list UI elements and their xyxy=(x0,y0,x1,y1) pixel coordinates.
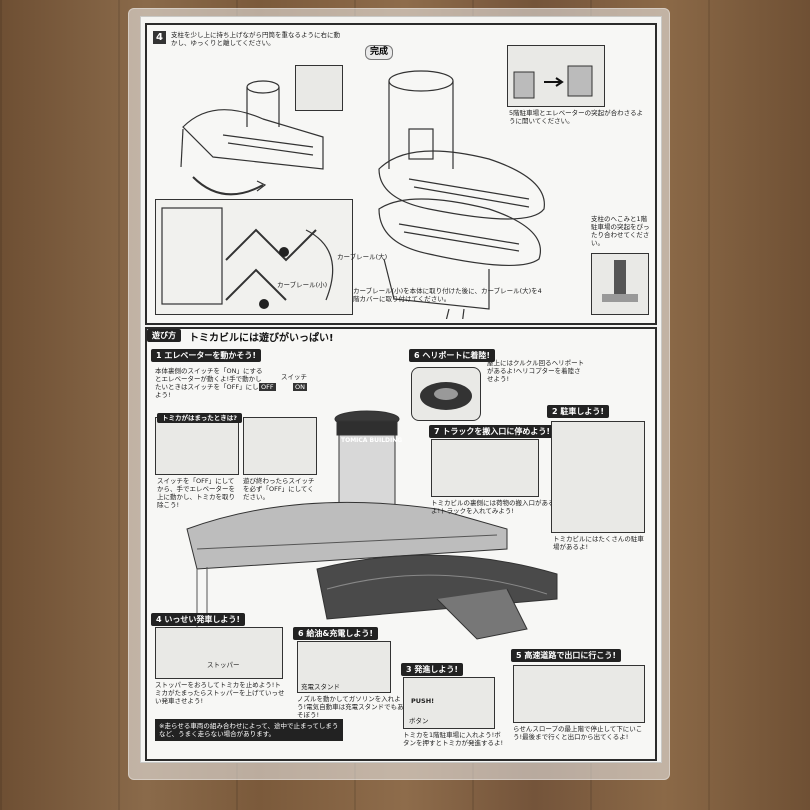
sec3-title-bar: 3 発進しよう! xyxy=(401,663,464,676)
switch-on-label: ON xyxy=(293,383,307,391)
sec8-title: 給油&充電しよう! xyxy=(306,629,373,638)
detail-inset xyxy=(295,65,343,111)
stuck-note: 遊び終わったらスイッチを必ず「OFF」にしてください。 xyxy=(243,477,315,501)
sec4-title: いっせい発車しよう! xyxy=(164,615,241,624)
footer-note: ※走らせる車両の組み合わせによって、途中で止まってしまうなど、うまく走らない場合… xyxy=(155,719,343,741)
sec5-number: 5 xyxy=(516,651,522,660)
fuel-inset xyxy=(297,641,391,693)
switch-label: スイッチ xyxy=(281,373,307,381)
elevator-note: 5階駐車場とエレベーターの突起が合わさるように開いてください。 xyxy=(509,109,644,125)
curve-rail-note: カーブレール(小)を本体に取り付けた後に、カーブレール(大)を4階カバーに取り付… xyxy=(353,287,542,303)
sec7-title: トラックを搬入口に停めよう! xyxy=(442,427,551,436)
push-label: PUSH! xyxy=(411,697,435,705)
sec2-text: トミカビルにはたくさんの駐車場があるよ! xyxy=(553,535,644,551)
sec4-number: 4 xyxy=(156,615,162,624)
sec4-title-bar: 4 いっせい発車しよう! xyxy=(151,613,246,626)
stopper-label: ストッパー xyxy=(207,661,240,669)
step-number: 4 xyxy=(153,31,166,44)
complete-badge: 完成 xyxy=(365,45,394,60)
sec5-text: らせんスロープの最上階で停止して下にいこう!最後まで行くと出口から出てくるよ! xyxy=(513,725,643,741)
sec5-title-bar: 5 高速道路で出口に行こう! xyxy=(511,649,622,662)
sec2-title-bar: 2 駐車しよう! xyxy=(547,405,610,418)
sec1-title: エレベーターを動かそう! xyxy=(164,351,257,360)
pillar-note: 支柱のへこみと1階駐車場の突起をぴったり合わせてください。 xyxy=(591,215,650,247)
stuck-title: トミカがはまったときは? xyxy=(157,413,243,423)
play-header-tag: 遊び方 xyxy=(147,329,181,342)
play-header-title: トミカビルには遊びがいっぱい! xyxy=(189,333,334,344)
sec6-title-bar: 6 ヘリポートに着陸! xyxy=(409,349,496,362)
sec3-text: トミカを1階駐車場に入れよう!ボタンを押すとトミカが発進するよ! xyxy=(403,731,504,747)
helipad-drawing xyxy=(420,382,472,410)
completed-tower-drawing xyxy=(378,70,545,319)
parking-inset xyxy=(551,421,645,533)
sec6-number: 6 xyxy=(414,351,420,360)
sec1-number: 1 xyxy=(156,351,162,360)
highway-inset xyxy=(513,665,645,723)
switch-inset xyxy=(243,417,317,475)
button-label: ボタン xyxy=(409,717,429,725)
sec1-title-bar: 1 エレベーターを動かそう! xyxy=(151,349,262,362)
building-sign: TOMICA BUILDING xyxy=(341,437,403,444)
tomica-building-illustration xyxy=(186,410,558,640)
sec2-title: 駐車しよう! xyxy=(560,407,605,416)
elevator-inset xyxy=(507,45,605,107)
sec2-number: 2 xyxy=(552,407,558,416)
curve-rail-drawing xyxy=(161,207,334,309)
pillar-drawing xyxy=(602,260,638,302)
helipad-inset xyxy=(411,367,481,421)
assembly-drawing xyxy=(180,80,324,196)
stopper-inset xyxy=(155,627,283,679)
assembly-step-panel: 4 支柱を少し上に持ち上げながら円筒を重なるように右に動かし、ゆっくりと離してく… xyxy=(145,23,657,325)
play-guide-panel: 遊び方 トミカビルには遊びがいっぱい! 1 エレベーターを動かそう! 本体裏側の… xyxy=(145,327,657,761)
sec3-number: 3 xyxy=(406,665,412,674)
curve-rail-large-label: カーブレール(大) xyxy=(337,253,388,261)
stuck-inset xyxy=(155,417,239,475)
sec7-number: 7 xyxy=(434,427,440,436)
step-instruction-text: 支柱を少し上に持ち上げながら円筒を重なるように右に動かし、ゆっくりと離してくださ… xyxy=(171,31,340,47)
curve-rail-small-label: カーブレール(小) xyxy=(277,281,328,289)
sec7-text: トミカビルの裏側には荷物の搬入口があるよ!トラックを入れてみよう! xyxy=(431,499,555,515)
sec8-text: ノズルを動かしてガソリンを入れよう!電気自動車は充電スタンドでもあそぼう! xyxy=(297,695,404,719)
sec6-text: 屋上にはクルクル回るヘリポートがあるよ!ヘリコプターを着陸させよう! xyxy=(487,359,585,383)
sec4-text: ストッパーをおろしてトミカを止めよう!トミカがたまったらストッパーを上げていっせ… xyxy=(155,681,285,705)
launch-inset xyxy=(403,677,495,729)
sec8-title-bar: 6 給油&充電しよう! xyxy=(293,627,378,640)
instruction-sheet: 4 支柱を少し上に持ち上げながら円筒を重なるように右に動かし、ゆっくりと離してく… xyxy=(140,16,662,763)
sec5-title: 高速道路で出口に行こう! xyxy=(524,651,617,660)
stuck-text: スイッチを「OFF」にしてから、手でエレベーターを上に動かし、トミカを取り除こう… xyxy=(157,477,235,509)
sec7-title-bar: 7 トラックを搬入口に停めよう! xyxy=(429,425,556,438)
sec1-text: 本体裏側のスイッチを「ON」にするとエレベーターが動くよ!手で動かしたいときはス… xyxy=(155,367,263,399)
truck-inset xyxy=(431,439,539,497)
elevator-inset-drawing xyxy=(513,65,593,99)
sec6-title: ヘリポートに着陸! xyxy=(422,351,491,360)
charge-stand-label: 充電スタンド xyxy=(301,683,340,691)
pillar-inset xyxy=(591,253,649,315)
switch-off-label: OFF xyxy=(259,383,276,391)
curve-rail-inset xyxy=(155,199,353,315)
sec3-title: 発進しよう! xyxy=(414,665,459,674)
sec8-number: 6 xyxy=(298,629,304,638)
